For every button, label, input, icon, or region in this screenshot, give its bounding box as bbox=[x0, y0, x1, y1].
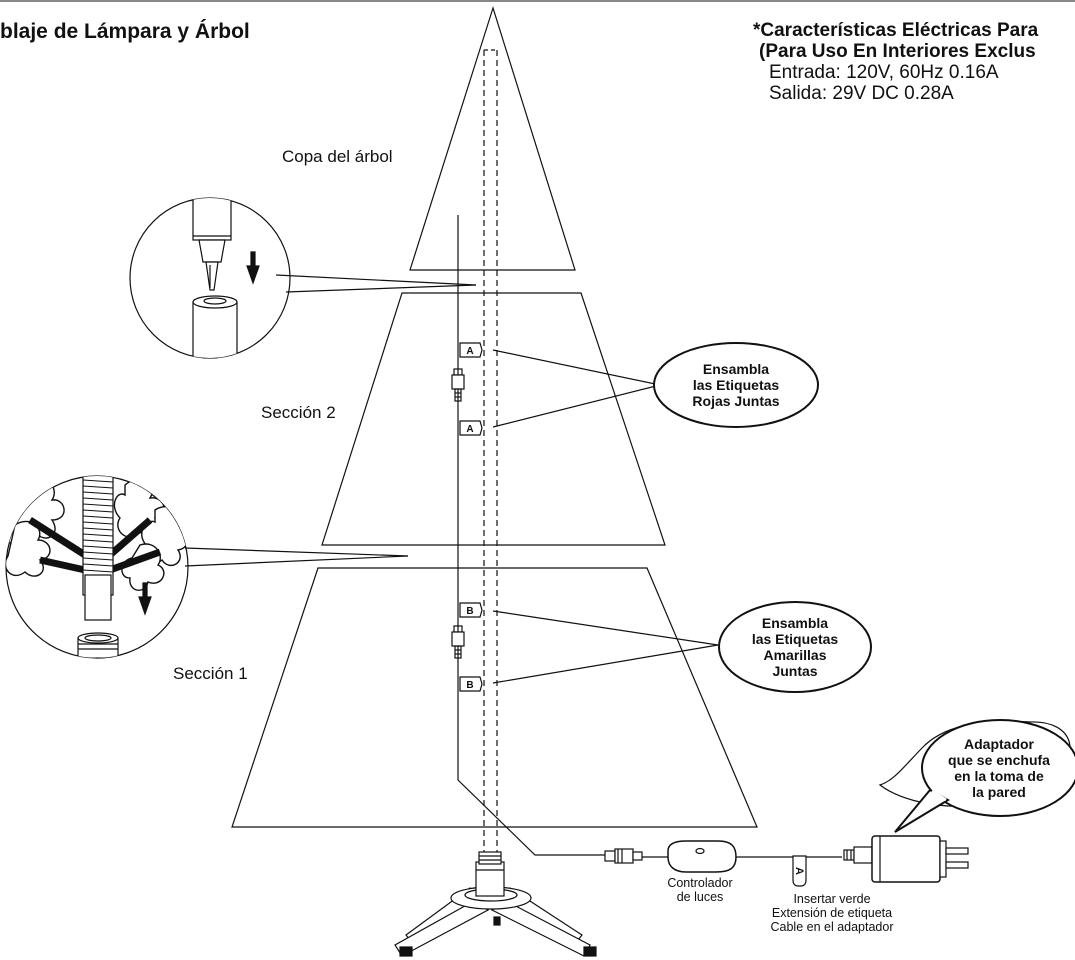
specs-heading-line2: (Para Uso En Interiores Exclus bbox=[759, 41, 1036, 62]
pole-tip-leader-bottom bbox=[285, 284, 477, 293]
specs-heading-line1: *Características Eléctricas Para bbox=[753, 20, 1039, 41]
wall-adapter bbox=[843, 835, 969, 883]
label-tree-top: Copa del árbol bbox=[282, 147, 393, 166]
specs-output: Salida: 29V DC 0.28A bbox=[769, 83, 954, 104]
branch-leader-bottom bbox=[184, 555, 409, 567]
label-insert-cable: Insertar verde Extensión de etiqueta Cab… bbox=[752, 892, 912, 934]
wire-tag-b-lower bbox=[459, 676, 483, 692]
label-section-2: Sección 2 bbox=[261, 403, 336, 422]
red-bubble-line3: Rojas Juntas bbox=[692, 393, 780, 409]
adapter-bubble-line2: que se enchufa bbox=[948, 752, 1050, 768]
yellow-bubble-line4: Juntas bbox=[772, 663, 818, 679]
tree-section-2 bbox=[321, 292, 666, 546]
down-arrow-icon bbox=[246, 251, 260, 285]
wire-tag-a-lower bbox=[459, 420, 483, 436]
wire-tag-b-upper bbox=[459, 602, 483, 618]
page-title: blaje de Lámpara y Árbol bbox=[0, 20, 250, 43]
wire-connector-lower bbox=[451, 625, 465, 659]
light-wire bbox=[457, 215, 605, 856]
insert-line2: Extensión de etiqueta bbox=[771, 906, 893, 920]
insert-line1: Insertar verde bbox=[793, 892, 871, 906]
label-light-controller: Controlador de luces bbox=[660, 876, 740, 904]
adapter-bubble-line4: la pared bbox=[972, 784, 1026, 800]
tag-a-text-lower: A bbox=[466, 424, 473, 435]
red-bubble-line1: Ensambla bbox=[702, 361, 770, 377]
insert-line3: Cable en el adaptador bbox=[770, 920, 894, 934]
label-section-1: Sección 1 bbox=[173, 664, 248, 683]
tag-b-text-upper: B bbox=[466, 606, 473, 617]
adapter-bubble-line1: Adaptador bbox=[964, 736, 1034, 752]
specs-input: Entrada: 120V, 60Hz 0.16A bbox=[769, 62, 999, 83]
branch-leader-top bbox=[184, 547, 409, 557]
tree-stand bbox=[394, 851, 597, 957]
wire-connector-upper bbox=[451, 368, 465, 402]
red-tags-text: Ensambla las Etiquetas Rojas Juntas bbox=[660, 350, 812, 420]
yellow-tag-leader-upper bbox=[492, 610, 719, 646]
down-arrow-icon bbox=[138, 582, 152, 616]
red-tags-bubble bbox=[653, 342, 819, 428]
red-tag-leader-upper bbox=[492, 349, 661, 386]
tag-a-text-upper: A bbox=[466, 346, 473, 357]
yellow-bubble-line2: las Etiquetas bbox=[751, 631, 839, 647]
red-tag-leader-lower bbox=[492, 384, 661, 428]
adapter-bubble bbox=[921, 719, 1075, 817]
yellow-tags-bubble bbox=[718, 601, 872, 693]
svg-text:A: A bbox=[793, 867, 805, 875]
light-controller bbox=[667, 840, 737, 873]
controller-line2: de luces bbox=[676, 890, 724, 904]
adapter-bubble-line3: en la toma de bbox=[954, 768, 1044, 784]
controller-line1: Controlador bbox=[667, 876, 733, 890]
yellow-tags-text: Ensambla las Etiquetas Amarillas Juntas bbox=[722, 607, 868, 687]
green-label-tag: A bbox=[792, 855, 807, 887]
tree-top-section bbox=[409, 6, 576, 271]
tag-b-text-lower: B bbox=[466, 680, 473, 691]
yellow-bubble-line3: Amarillas bbox=[763, 647, 827, 663]
tree-section-1 bbox=[231, 567, 758, 828]
pole-tip-leader-top bbox=[275, 274, 477, 286]
red-bubble-line2: las Etiquetas bbox=[692, 377, 780, 393]
electrical-specs: *Características Eléctricas Para (Para U… bbox=[753, 20, 1038, 104]
wire-tag-a-upper bbox=[459, 342, 483, 358]
yellow-tag-leader-lower bbox=[492, 644, 719, 684]
wire-plug-connector bbox=[604, 848, 643, 864]
yellow-bubble-line1: Ensambla bbox=[761, 615, 829, 631]
adapter-text: Adaptador que se enchufa en la toma de l… bbox=[924, 730, 1074, 806]
pole-tip-detail bbox=[192, 198, 238, 358]
